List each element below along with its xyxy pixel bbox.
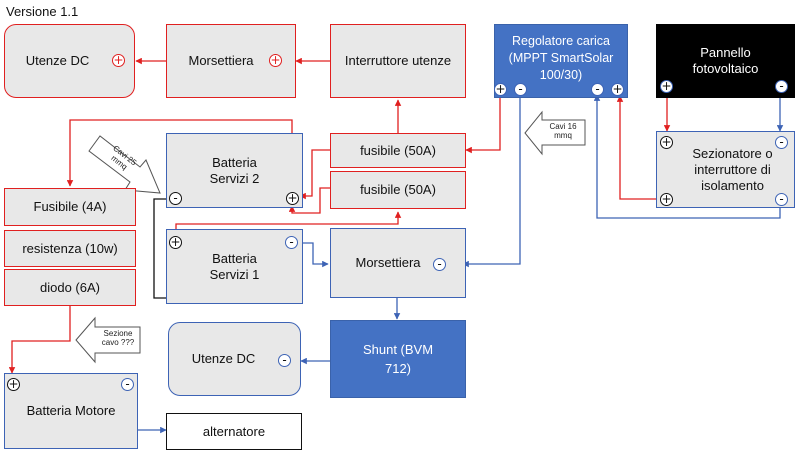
- fusibile-4a-label: Fusibile (4A): [33, 199, 107, 214]
- resistenza-label: resistenza (10w): [22, 240, 118, 256]
- sezionatore-label: Sezionatore o interruttore di isolamento: [692, 145, 773, 193]
- plus-terminal-icon: +: [112, 53, 125, 67]
- cavi-16-arrow: [524, 110, 586, 156]
- batteria-motore-label: Batteria Motore: [26, 403, 116, 418]
- utenze-dc-top-label: Utenze DC: [25, 53, 90, 68]
- minus-terminal-icon: -: [278, 354, 291, 367]
- cavi-16-note: Cavi 16 mmq: [549, 122, 577, 140]
- fusibile-50a-2-box: fusibile (50A): [330, 171, 466, 209]
- wire-batt1-morsettiera: [297, 242, 329, 268]
- plus-terminal-icon: +: [269, 53, 282, 67]
- pannello-box: Pannello fotovoltaico: [656, 24, 795, 98]
- alternatore-label: alternatore: [202, 423, 266, 439]
- shunt-label: Shunt (BVM 712): [362, 342, 434, 376]
- batteria-servizi-2-box: Batteria Servizi 2: [166, 133, 303, 208]
- morsettiera-top-label: Morsettiera: [188, 53, 254, 68]
- plus-terminal-icon: +: [660, 192, 673, 206]
- batteria-servizi-2-label: Batteria Servizi 2: [209, 154, 260, 186]
- minus-terminal-icon: -: [285, 236, 298, 249]
- fusibile-50a-1-box: fusibile (50A): [330, 133, 466, 168]
- alternatore-box: alternatore: [166, 413, 302, 450]
- diodo-box: diodo (6A): [4, 269, 136, 306]
- shunt-box: Shunt (BVM 712): [330, 320, 466, 398]
- plus-terminal-icon: +: [660, 135, 673, 149]
- plus-terminal-icon: +: [494, 82, 507, 96]
- minus-terminal-icon: -: [591, 83, 604, 96]
- regolatore-label: Regolatore carica (MPPT SmartSolar 100/3…: [508, 34, 614, 82]
- resistenza-box: resistenza (10w): [4, 230, 136, 267]
- diodo-label: diodo (6A): [40, 279, 100, 295]
- minus-terminal-icon: -: [433, 258, 446, 271]
- minus-terminal-icon: -: [775, 80, 788, 93]
- cavi-25-arrow: [88, 135, 161, 194]
- wire-sezionatore-regolatore: [616, 95, 665, 200]
- fusibile-50a-1-label: fusibile (50A): [360, 142, 436, 158]
- interruttore-utenze-box: Interruttore utenze: [330, 24, 466, 98]
- plus-terminal-icon: +: [286, 191, 299, 205]
- version-label: Versione 1.1: [6, 4, 79, 19]
- minus-terminal-icon: -: [775, 136, 788, 149]
- morsettiera-mid-label: Morsettiera: [355, 255, 421, 270]
- plus-terminal-icon: +: [660, 79, 673, 93]
- minus-terminal-icon: -: [514, 83, 527, 96]
- wire-fusibile2-batt2: [288, 187, 330, 214]
- interruttore-utenze-label: Interruttore utenze: [344, 53, 452, 68]
- wire-regolatore-fusibile: [465, 97, 501, 154]
- fusibile-50a-2-label: fusibile (50A): [360, 182, 436, 197]
- minus-terminal-icon: -: [169, 192, 182, 205]
- batteria-servizi-1-box: Batteria Servizi 1: [166, 229, 303, 304]
- sezione-cavo-arrow: [75, 316, 141, 364]
- sezionatore-box: Sezionatore o interruttore di isolamento: [656, 131, 795, 208]
- pannello-label: Pannello fotovoltaico: [692, 45, 759, 76]
- plus-terminal-icon: +: [611, 82, 624, 96]
- minus-terminal-icon: -: [775, 193, 788, 206]
- utenze-dc-bottom-label: Utenze DC: [191, 351, 256, 366]
- wire-diodo-motore: [8, 305, 71, 374]
- wire-regolatore-morsettiera: [462, 97, 521, 268]
- wire-sezionatore-regolatore-neg: [593, 94, 781, 219]
- sezione-cavo-note: Sezione cavo ???: [101, 329, 135, 347]
- batteria-motore-box: Batteria Motore: [4, 373, 138, 449]
- fusibile-4a-box: Fusibile (4A): [4, 188, 136, 226]
- plus-terminal-icon: +: [7, 377, 20, 391]
- wire-fusibile1-batt2: [299, 149, 330, 200]
- plus-terminal-icon: +: [169, 235, 182, 249]
- minus-terminal-icon: -: [121, 378, 134, 391]
- batteria-servizi-1-label: Batteria Servizi 1: [209, 250, 260, 282]
